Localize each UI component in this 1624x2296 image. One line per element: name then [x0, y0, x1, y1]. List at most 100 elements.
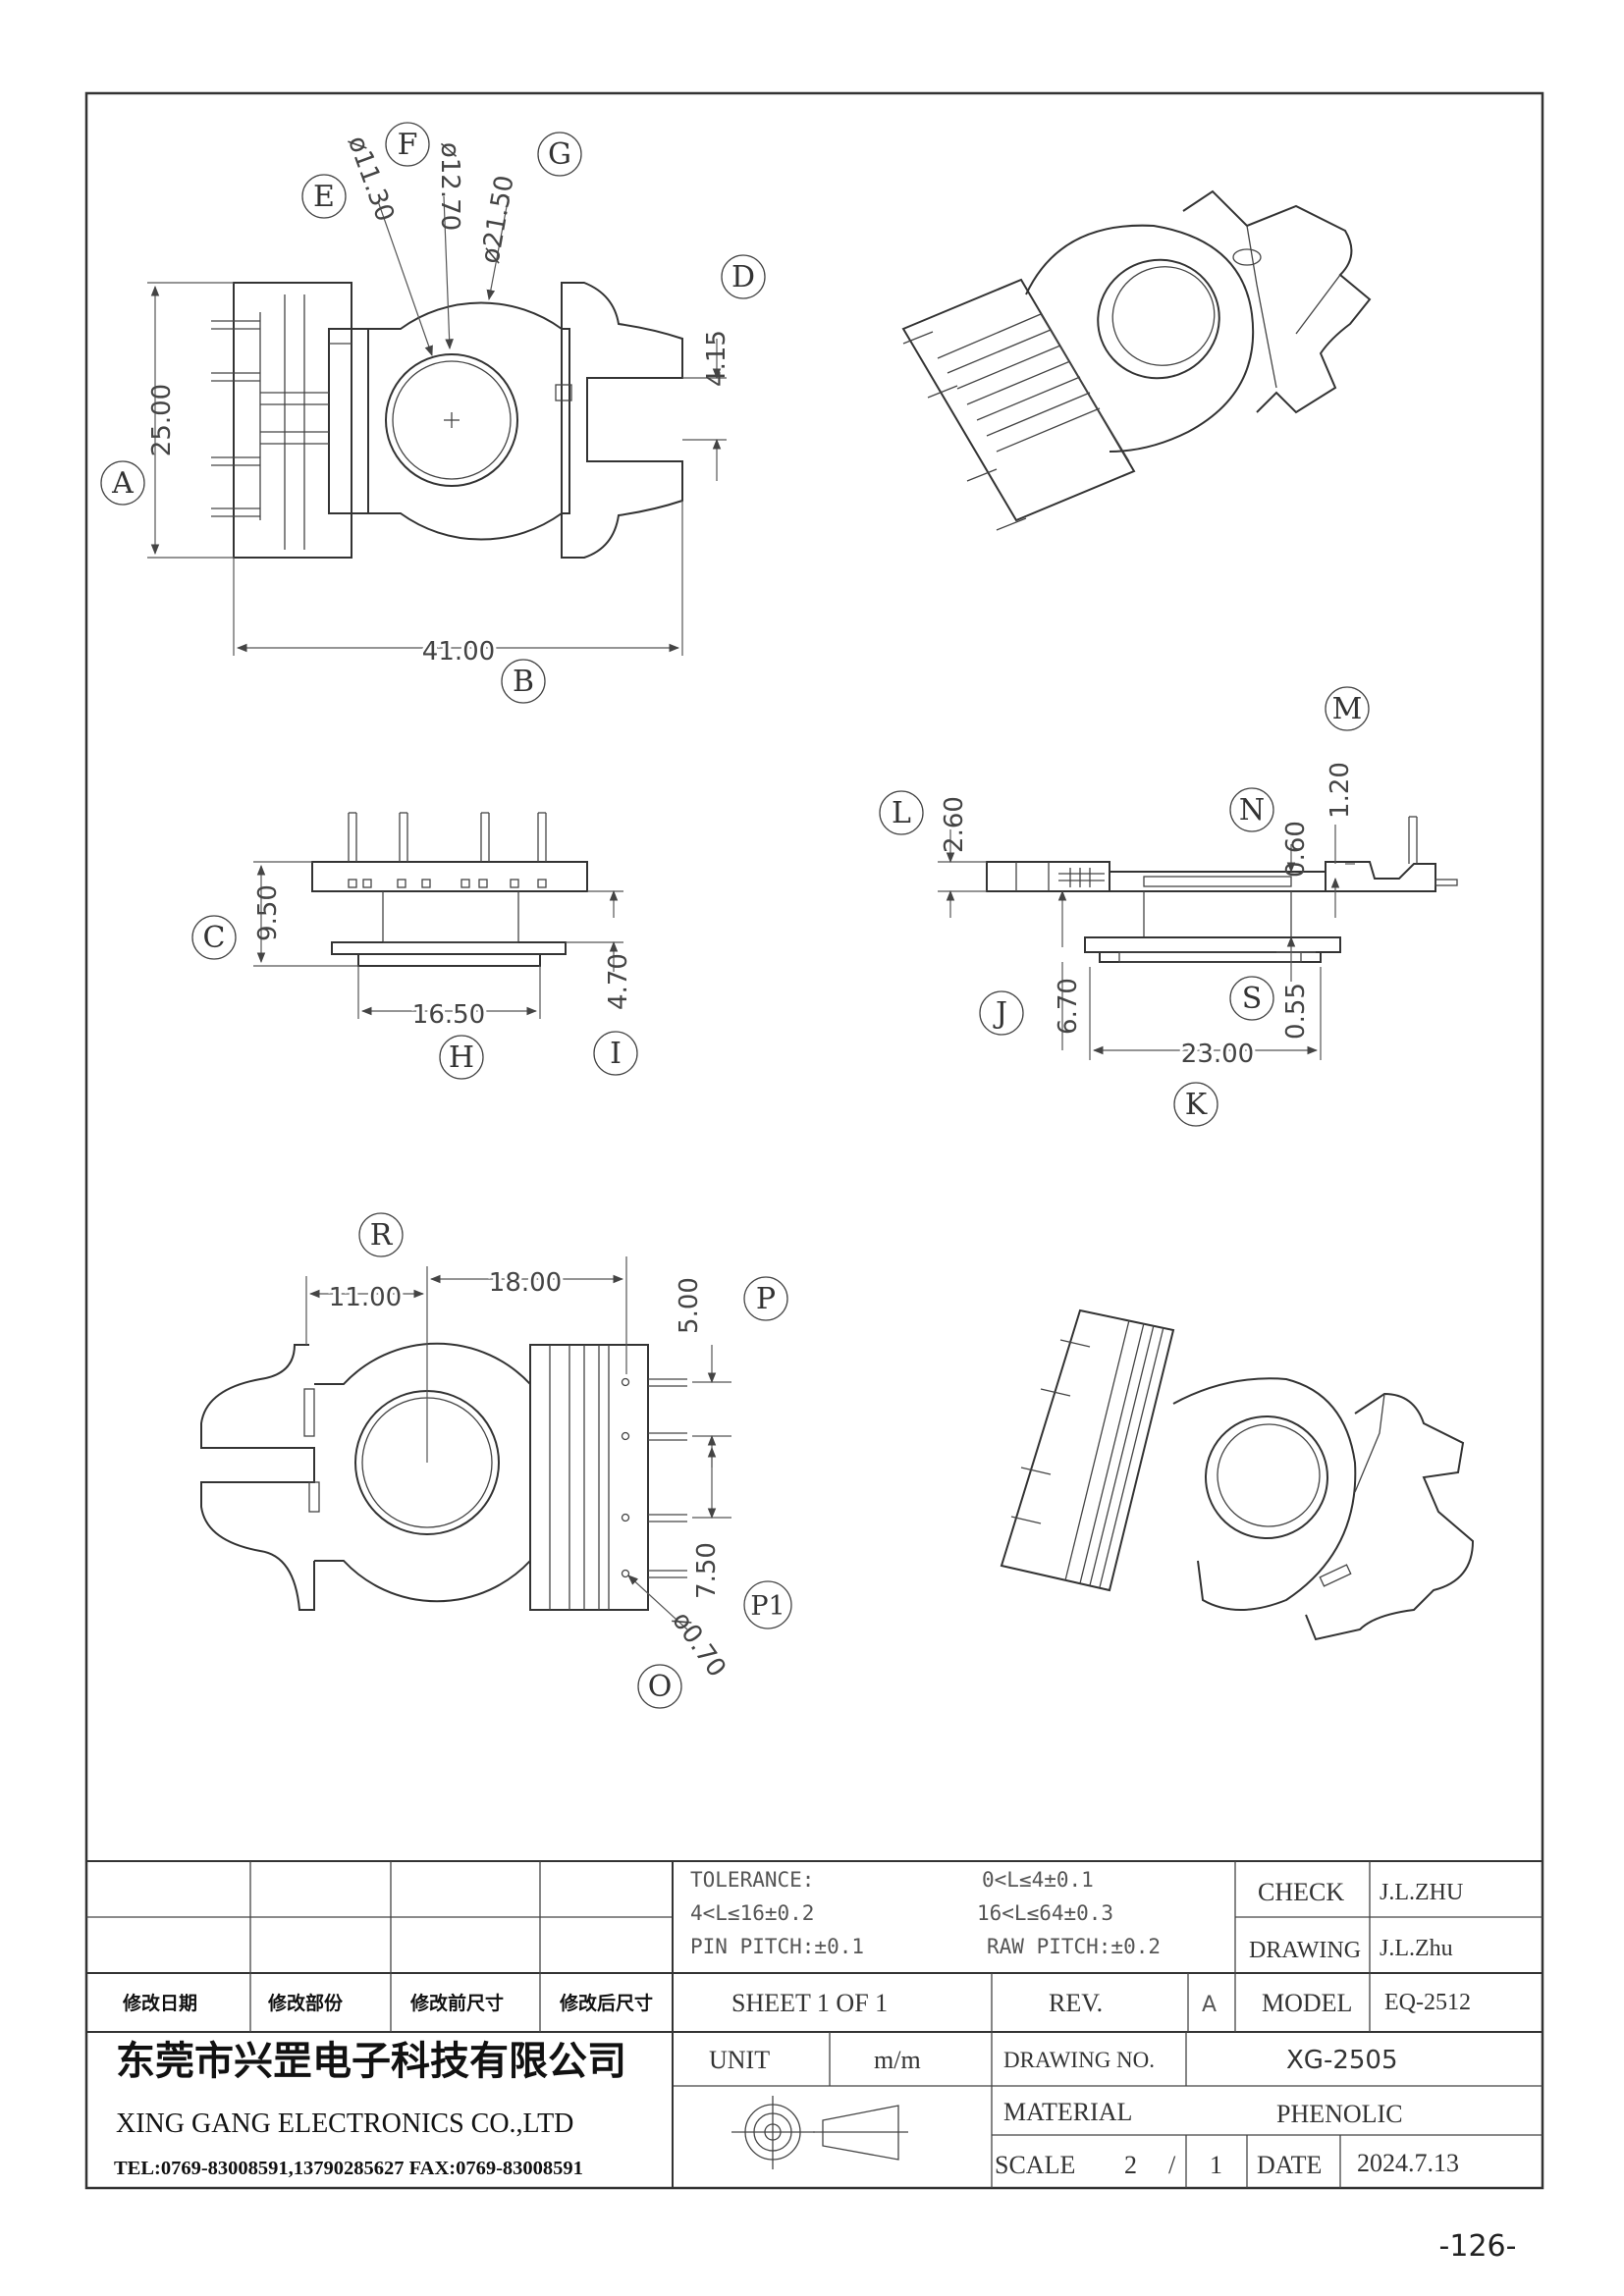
balloon-g: G: [537, 132, 582, 177]
dim-b-value: 41.00: [422, 637, 495, 667]
check-label: CHECK: [1258, 1878, 1344, 1906]
svg-text:I: I: [610, 1037, 622, 1071]
date-value: 2024.7.13: [1357, 2149, 1459, 2177]
unit-value: m/m: [874, 2046, 921, 2074]
svg-text:N: N: [1239, 793, 1265, 828]
top-view: 25.00 41.00 4.15 ø11.30 ø12.70 ø21.50: [147, 133, 731, 669]
balloon-a: A: [100, 460, 145, 506]
balloon-l: L: [879, 790, 924, 835]
dim-i-value: 4.70: [604, 953, 633, 1010]
svg-text:C: C: [203, 921, 226, 955]
balloon-m: M: [1325, 686, 1370, 731]
material-label: MATERIAL: [1003, 2098, 1132, 2126]
title-block: TOLERANCE: 0<L≤4±0.1 4<L≤16±0.2 16<L≤64±…: [86, 1860, 1543, 2188]
company-name-cn: 东莞市兴罡电子科技有限公司: [116, 2039, 626, 2084]
scale-separator: /: [1168, 2151, 1176, 2179]
tolerance-range-3: 16<L≤64±0.3: [977, 1901, 1113, 1925]
model-label: MODEL: [1262, 1989, 1352, 2017]
balloon-s: S: [1229, 976, 1274, 1021]
dim-c-value: 9.50: [253, 884, 283, 941]
drawing-value: J.L.Zhu: [1380, 1936, 1453, 1961]
date-label: DATE: [1257, 2151, 1322, 2179]
dim-a-value: 25.00: [147, 384, 177, 456]
svg-text:G: G: [548, 137, 571, 172]
balloon-h: H: [439, 1035, 484, 1080]
pin-pitch: PIN PITCH:±0.1: [690, 1935, 864, 1958]
svg-text:J: J: [993, 996, 1007, 1031]
rev-label: REV.: [1049, 1989, 1103, 2017]
svg-text:H: H: [449, 1041, 474, 1075]
tolerance-label: TOLERANCE:: [690, 1868, 814, 1892]
revision-header-part: 修改部份: [267, 1992, 344, 2014]
svg-text:A: A: [111, 466, 134, 501]
dim-j-value: 6.70: [1054, 978, 1083, 1035]
dim-l-value: 2.60: [940, 796, 969, 853]
svg-text:S: S: [1242, 982, 1263, 1016]
balloon-p: P: [743, 1276, 788, 1321]
dim-f-value: ø12.70: [435, 142, 464, 231]
svg-text:F: F: [398, 128, 418, 162]
drawing-label: DRAWING: [1249, 1938, 1361, 1963]
revision-header-date: 修改日期: [122, 1992, 197, 2014]
scale-numerator: 2: [1124, 2151, 1137, 2179]
balloon-i: I: [593, 1031, 638, 1076]
balloon-b: B: [501, 659, 546, 704]
dim-g-value: ø21.50: [476, 174, 520, 266]
balloon-d: D: [721, 254, 766, 299]
balloon-o: O: [637, 1664, 682, 1709]
raw-pitch: RAW PITCH:±0.2: [987, 1935, 1161, 1958]
company-contact: TEL:0769-83008591,13790285627 FAX:0769-8…: [114, 2158, 583, 2179]
balloon-e: E: [301, 174, 347, 219]
scale-label: SCALE: [995, 2151, 1075, 2179]
dim-p-value: 5.00: [675, 1277, 704, 1334]
svg-text:K: K: [1185, 1088, 1208, 1122]
page-number: -126-: [1439, 2229, 1517, 2264]
dim-h-value: 16.50: [412, 1000, 485, 1030]
check-value: J.L.ZHU: [1380, 1880, 1463, 1905]
unit-label: UNIT: [709, 2046, 770, 2074]
svg-text:P1: P1: [750, 1591, 785, 1622]
balloon-n: N: [1229, 787, 1274, 832]
svg-text:O: O: [648, 1670, 673, 1704]
sheet-info: SHEET 1 OF 1: [731, 1989, 888, 2017]
material-value: PHENOLIC: [1276, 2100, 1403, 2128]
svg-text:R: R: [370, 1218, 394, 1253]
dim-p1-value: 7.50: [692, 1542, 722, 1599]
dim-r2-value: 18.00: [489, 1268, 562, 1298]
balloon-k: K: [1173, 1082, 1218, 1127]
isometric-view-top: [901, 189, 1372, 531]
balloon-j: J: [979, 990, 1024, 1036]
dim-m-value: 1.20: [1326, 762, 1355, 819]
rev-value: A: [1202, 1993, 1217, 2017]
dim-s-value: 0.55: [1281, 983, 1311, 1040]
svg-text:P: P: [756, 1282, 776, 1316]
drawing-border: [84, 91, 1544, 2190]
bottom-view: 11.00 18.00 5.00 7.50 ø0.70: [200, 1256, 731, 1682]
dim-n-value: 0.60: [1281, 821, 1311, 878]
svg-text:L: L: [892, 796, 911, 830]
drawing-no-label: DRAWING NO.: [1003, 2048, 1155, 2072]
side-view: 9.50 4.70 16.50: [253, 812, 633, 1033]
isometric-view-bottom: [1000, 1308, 1475, 1641]
drawing-no-value: XG-2505: [1286, 2046, 1398, 2075]
dim-e-value: ø11.30: [342, 133, 400, 226]
balloon-p1: P1: [743, 1580, 792, 1629]
tolerance-range-1: 0<L≤4±0.1: [982, 1868, 1094, 1892]
front-view: 2.60 6.70 0.55 0.60 1.20 23.00: [938, 762, 1458, 1072]
revision-header-after: 修改后尺寸: [559, 1992, 653, 2014]
scale-denominator: 1: [1210, 2151, 1222, 2179]
dim-k-value: 23.00: [1181, 1040, 1254, 1069]
svg-text:E: E: [313, 180, 335, 214]
balloon-f: F: [385, 122, 430, 167]
balloon-c: C: [191, 915, 237, 960]
dim-d-value: 4.15: [702, 330, 731, 387]
dim-r1-value: 11.00: [329, 1283, 402, 1312]
revision-header-before: 修改前尺寸: [409, 1992, 504, 2014]
company-name-en: XING GANG ELECTRONICS CO.,LTD: [116, 2109, 573, 2139]
tolerance-range-2: 4<L≤16±0.2: [690, 1901, 814, 1925]
model-value: EQ-2512: [1384, 1990, 1471, 2015]
svg-text:D: D: [731, 260, 755, 294]
svg-text:B: B: [513, 665, 534, 699]
svg-text:M: M: [1332, 692, 1363, 726]
